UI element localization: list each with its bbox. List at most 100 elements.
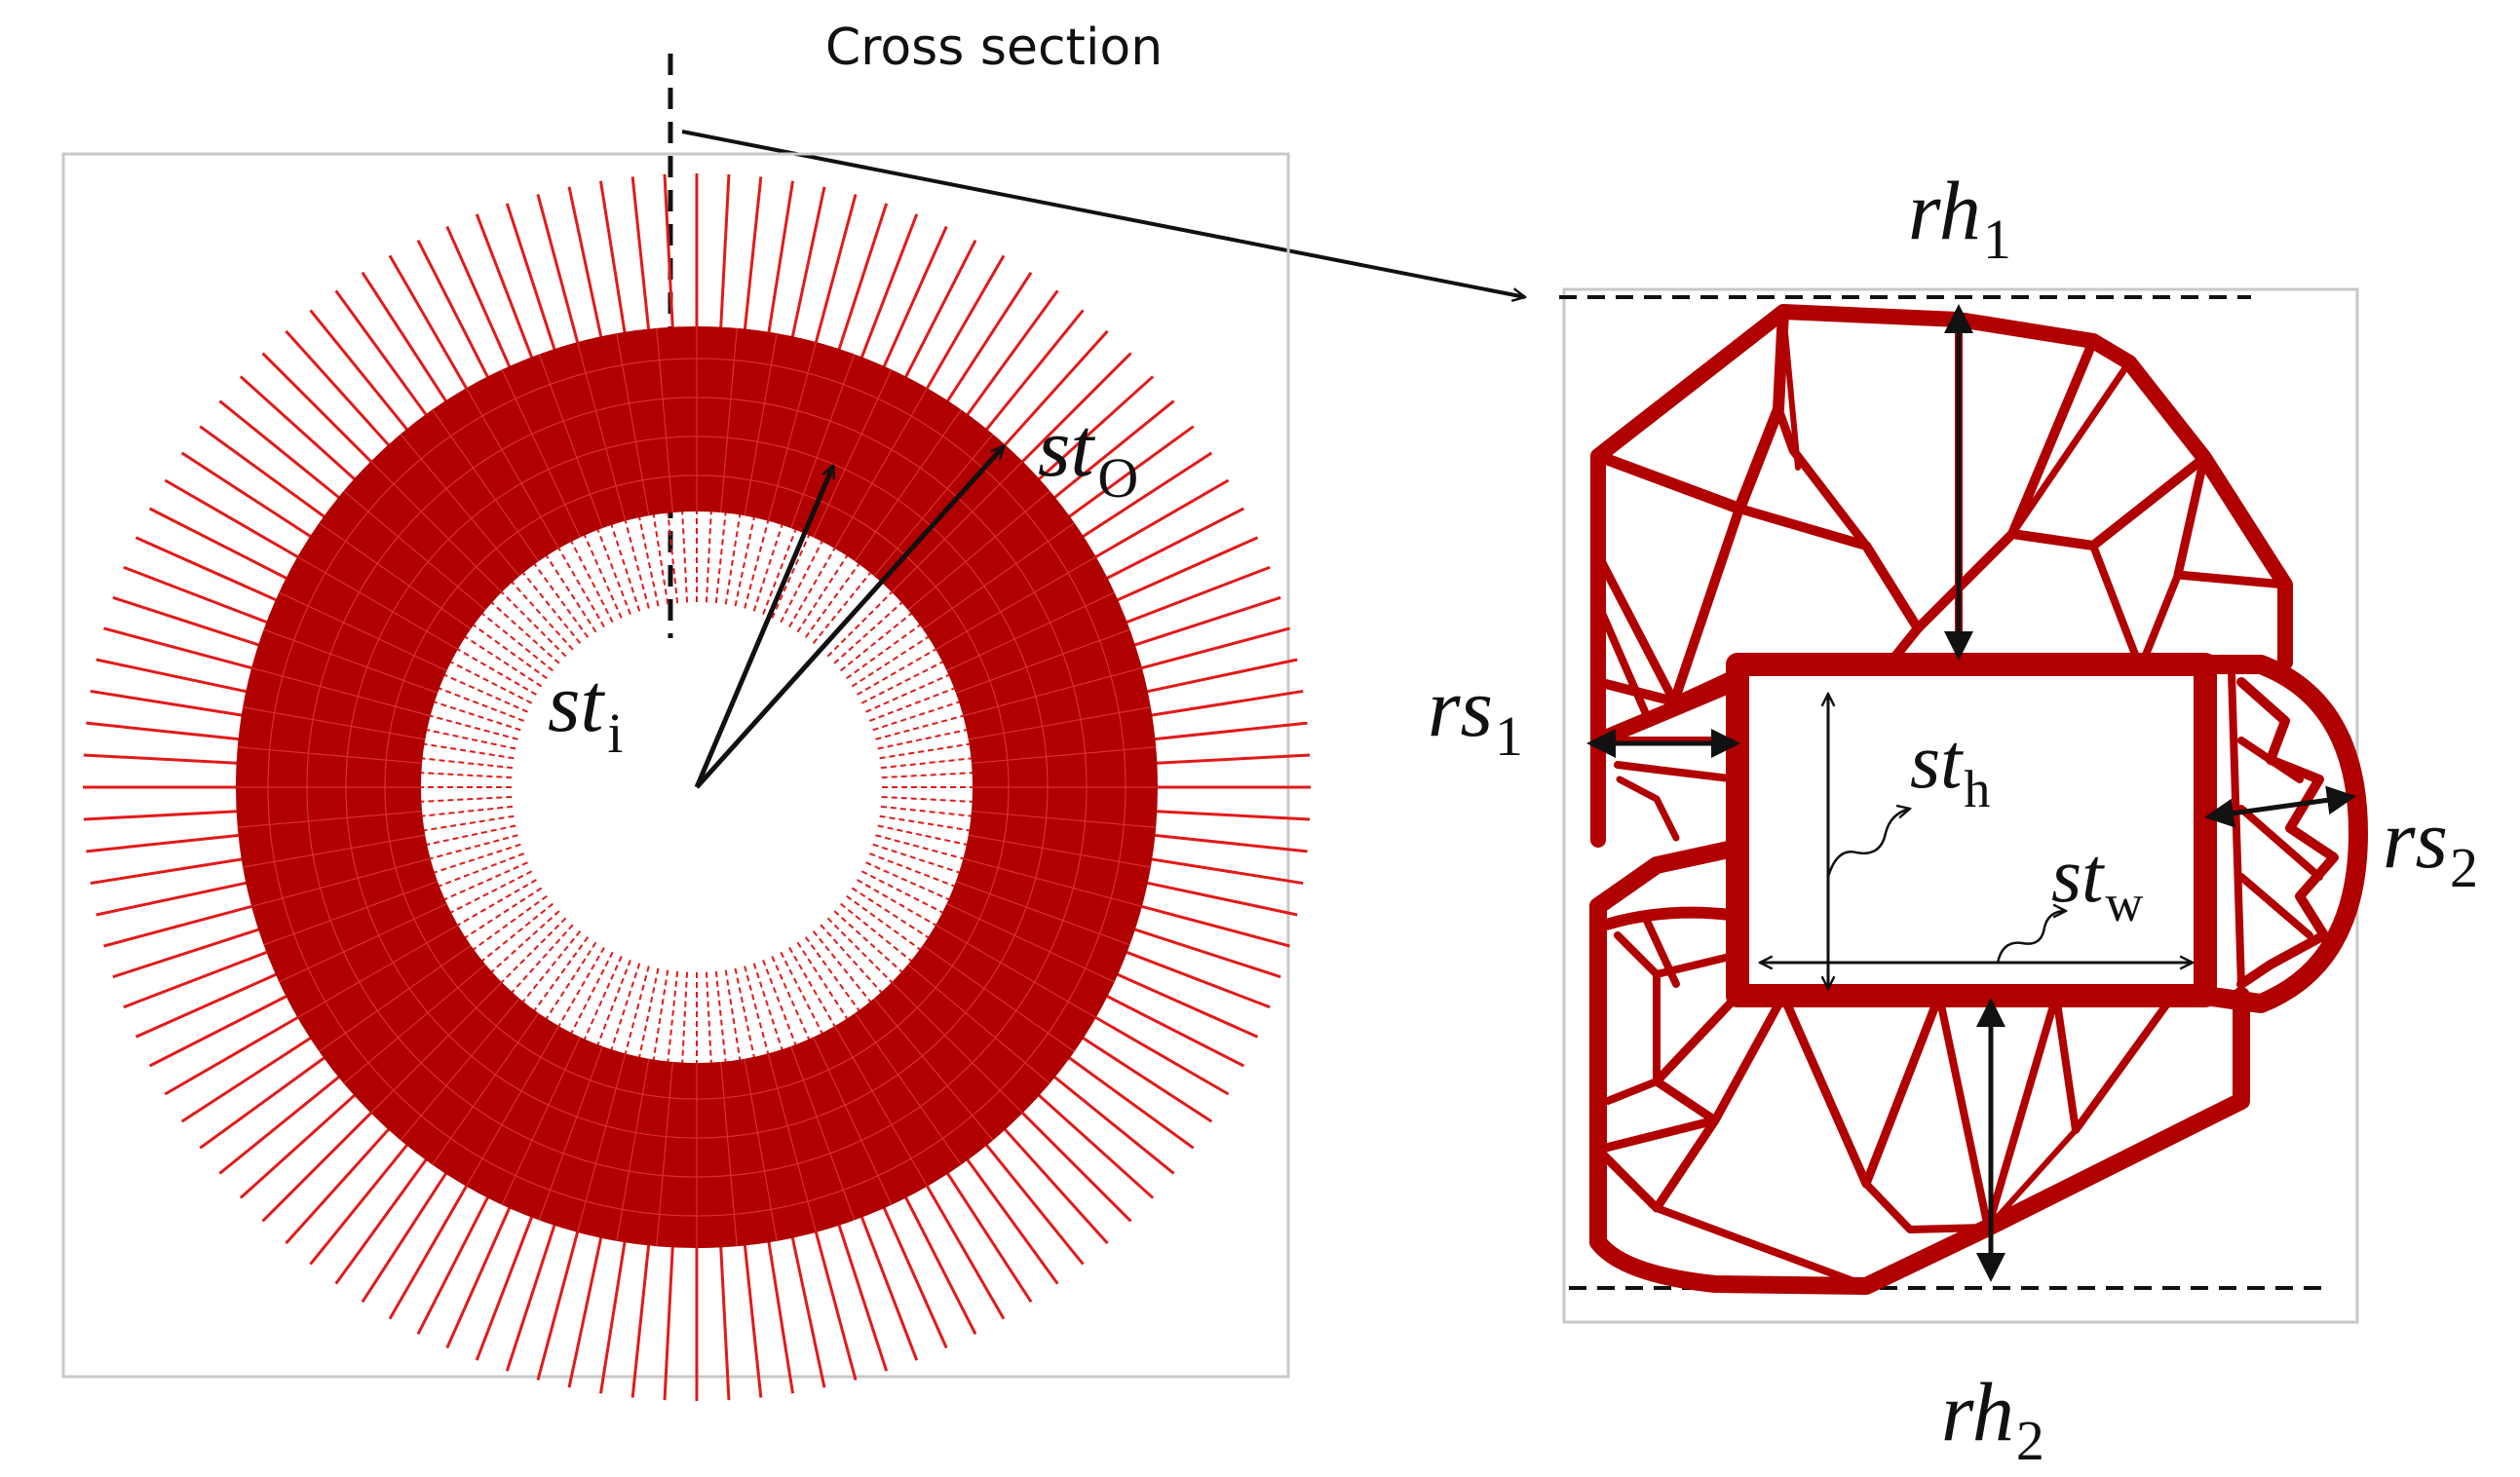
ring-mesh-radial: [465, 388, 560, 549]
outer-spoke: [924, 254, 1006, 392]
inner-spoke: [879, 742, 972, 760]
inner-spoke: [762, 960, 798, 1047]
inner-spoke: [752, 963, 784, 1052]
outer-spoke: [881, 1204, 948, 1349]
inner-spoke: [840, 611, 914, 672]
ring-mesh-circle: [345, 436, 1049, 1139]
inner-spoke: [652, 512, 669, 605]
inner-spoke: [595, 960, 631, 1047]
ring-mesh-radial: [319, 944, 472, 1052]
outer-spoke: [924, 1183, 1006, 1320]
outer-spoke: [261, 1110, 374, 1223]
inner-spoke: [872, 843, 962, 875]
inner-spoke: [442, 861, 528, 901]
inner-spoke: [544, 553, 597, 633]
outer-spoke: [1066, 1055, 1195, 1150]
inner-spoke: [724, 512, 742, 605]
ring-mesh-radial: [263, 881, 439, 946]
ring-mesh-radial: [744, 1058, 778, 1241]
ring-mesh-radial: [319, 522, 472, 630]
inner-spoke: [510, 924, 574, 995]
outer-spoke: [416, 239, 490, 380]
outer-spoke: [536, 1229, 580, 1381]
ring-mesh-radial: [891, 981, 1023, 1114]
inner-radius-arrow: [694, 466, 836, 788]
outer-spoke: [983, 309, 1085, 433]
inner-spoke: [532, 561, 590, 638]
outer-spoke: [1138, 626, 1290, 670]
outer-spoke: [334, 1156, 429, 1285]
outer-spoke: [630, 1242, 651, 1398]
outer-spoke: [836, 1222, 889, 1372]
inner-spoke: [788, 546, 837, 627]
ring-mesh-radial: [968, 834, 1151, 868]
ring-mesh-radial: [656, 1061, 673, 1247]
inner-spoke: [652, 969, 669, 1062]
ring-mesh-radial: [946, 591, 1115, 671]
ring-mesh-radial: [767, 1053, 818, 1233]
outer-spoke: [83, 753, 240, 765]
ring-mesh-radial: [263, 628, 439, 694]
inner-spoke: [865, 861, 951, 901]
outer-spoke: [1114, 536, 1259, 603]
ring-mesh-radial: [501, 1037, 581, 1205]
inner-spoke: [875, 714, 966, 740]
outer-spoke: [1154, 810, 1311, 821]
outer-spoke: [388, 1183, 470, 1320]
outer-spoke: [199, 1055, 327, 1150]
outer-spoke: [361, 271, 449, 404]
outer-spoke: [388, 254, 470, 392]
outer-spoke: [1144, 658, 1298, 694]
outer-spoke: [164, 1014, 301, 1096]
outer-spoke: [859, 1214, 919, 1361]
ring-mesh-radial: [432, 409, 540, 562]
outer-spoke: [1152, 721, 1308, 741]
outer-spoke: [95, 658, 249, 694]
outer-spoke: [134, 536, 280, 603]
inner-spoke: [489, 910, 560, 974]
inner-spoke: [448, 660, 533, 704]
outer-spoke: [475, 1214, 534, 1361]
inner-spoke: [851, 634, 931, 688]
outer-spoke: [598, 180, 627, 336]
outer-spoke: [903, 239, 977, 380]
inner-spoke: [499, 589, 567, 658]
outer-spoke: [164, 478, 301, 560]
inner-spoke: [422, 814, 515, 832]
outer-spoke: [309, 1142, 410, 1266]
inner-spoke: [812, 570, 873, 644]
inner-spoke: [804, 561, 861, 638]
outer-spoke: [881, 225, 948, 370]
outer-spoke: [218, 399, 342, 501]
ring-mesh-radial: [720, 327, 738, 513]
ring-mesh-radial: [767, 341, 818, 521]
outer-spoke: [112, 927, 262, 979]
outer-spoke: [112, 595, 262, 648]
inner-spoke: [833, 600, 904, 664]
inner-spoke: [752, 522, 784, 612]
inner-spoke: [880, 757, 974, 770]
ring-mesh-radial: [963, 857, 1143, 908]
ring-mesh-radial: [946, 903, 1115, 983]
ring-mesh-radial: [907, 490, 1050, 611]
outer-spoke: [1080, 1035, 1213, 1123]
inner-spoke: [556, 546, 605, 627]
ring-mesh-radial: [501, 369, 581, 538]
inner-spoke: [595, 527, 631, 615]
outer-radius-arrow: [695, 446, 1006, 789]
outer-spoke: [743, 1242, 763, 1398]
inner-spoke: [833, 910, 904, 974]
right-rounded-side: [2195, 655, 2368, 1013]
outer-spoke: [567, 1234, 603, 1388]
outer-spoke: [1104, 994, 1245, 1068]
inner-spoke: [865, 673, 951, 713]
inner-spoke: [609, 522, 641, 612]
ring-mesh-radial: [873, 434, 994, 577]
rh2-label: rh2: [1941, 1365, 2044, 1472]
inner-spoke: [857, 647, 938, 696]
rh1-label: rh1: [1908, 164, 2011, 271]
ring-mesh-radial: [955, 628, 1130, 694]
outer-spoke: [1131, 595, 1281, 648]
inner-spoke: [714, 511, 727, 604]
ring-mesh-radial: [720, 1061, 738, 1247]
